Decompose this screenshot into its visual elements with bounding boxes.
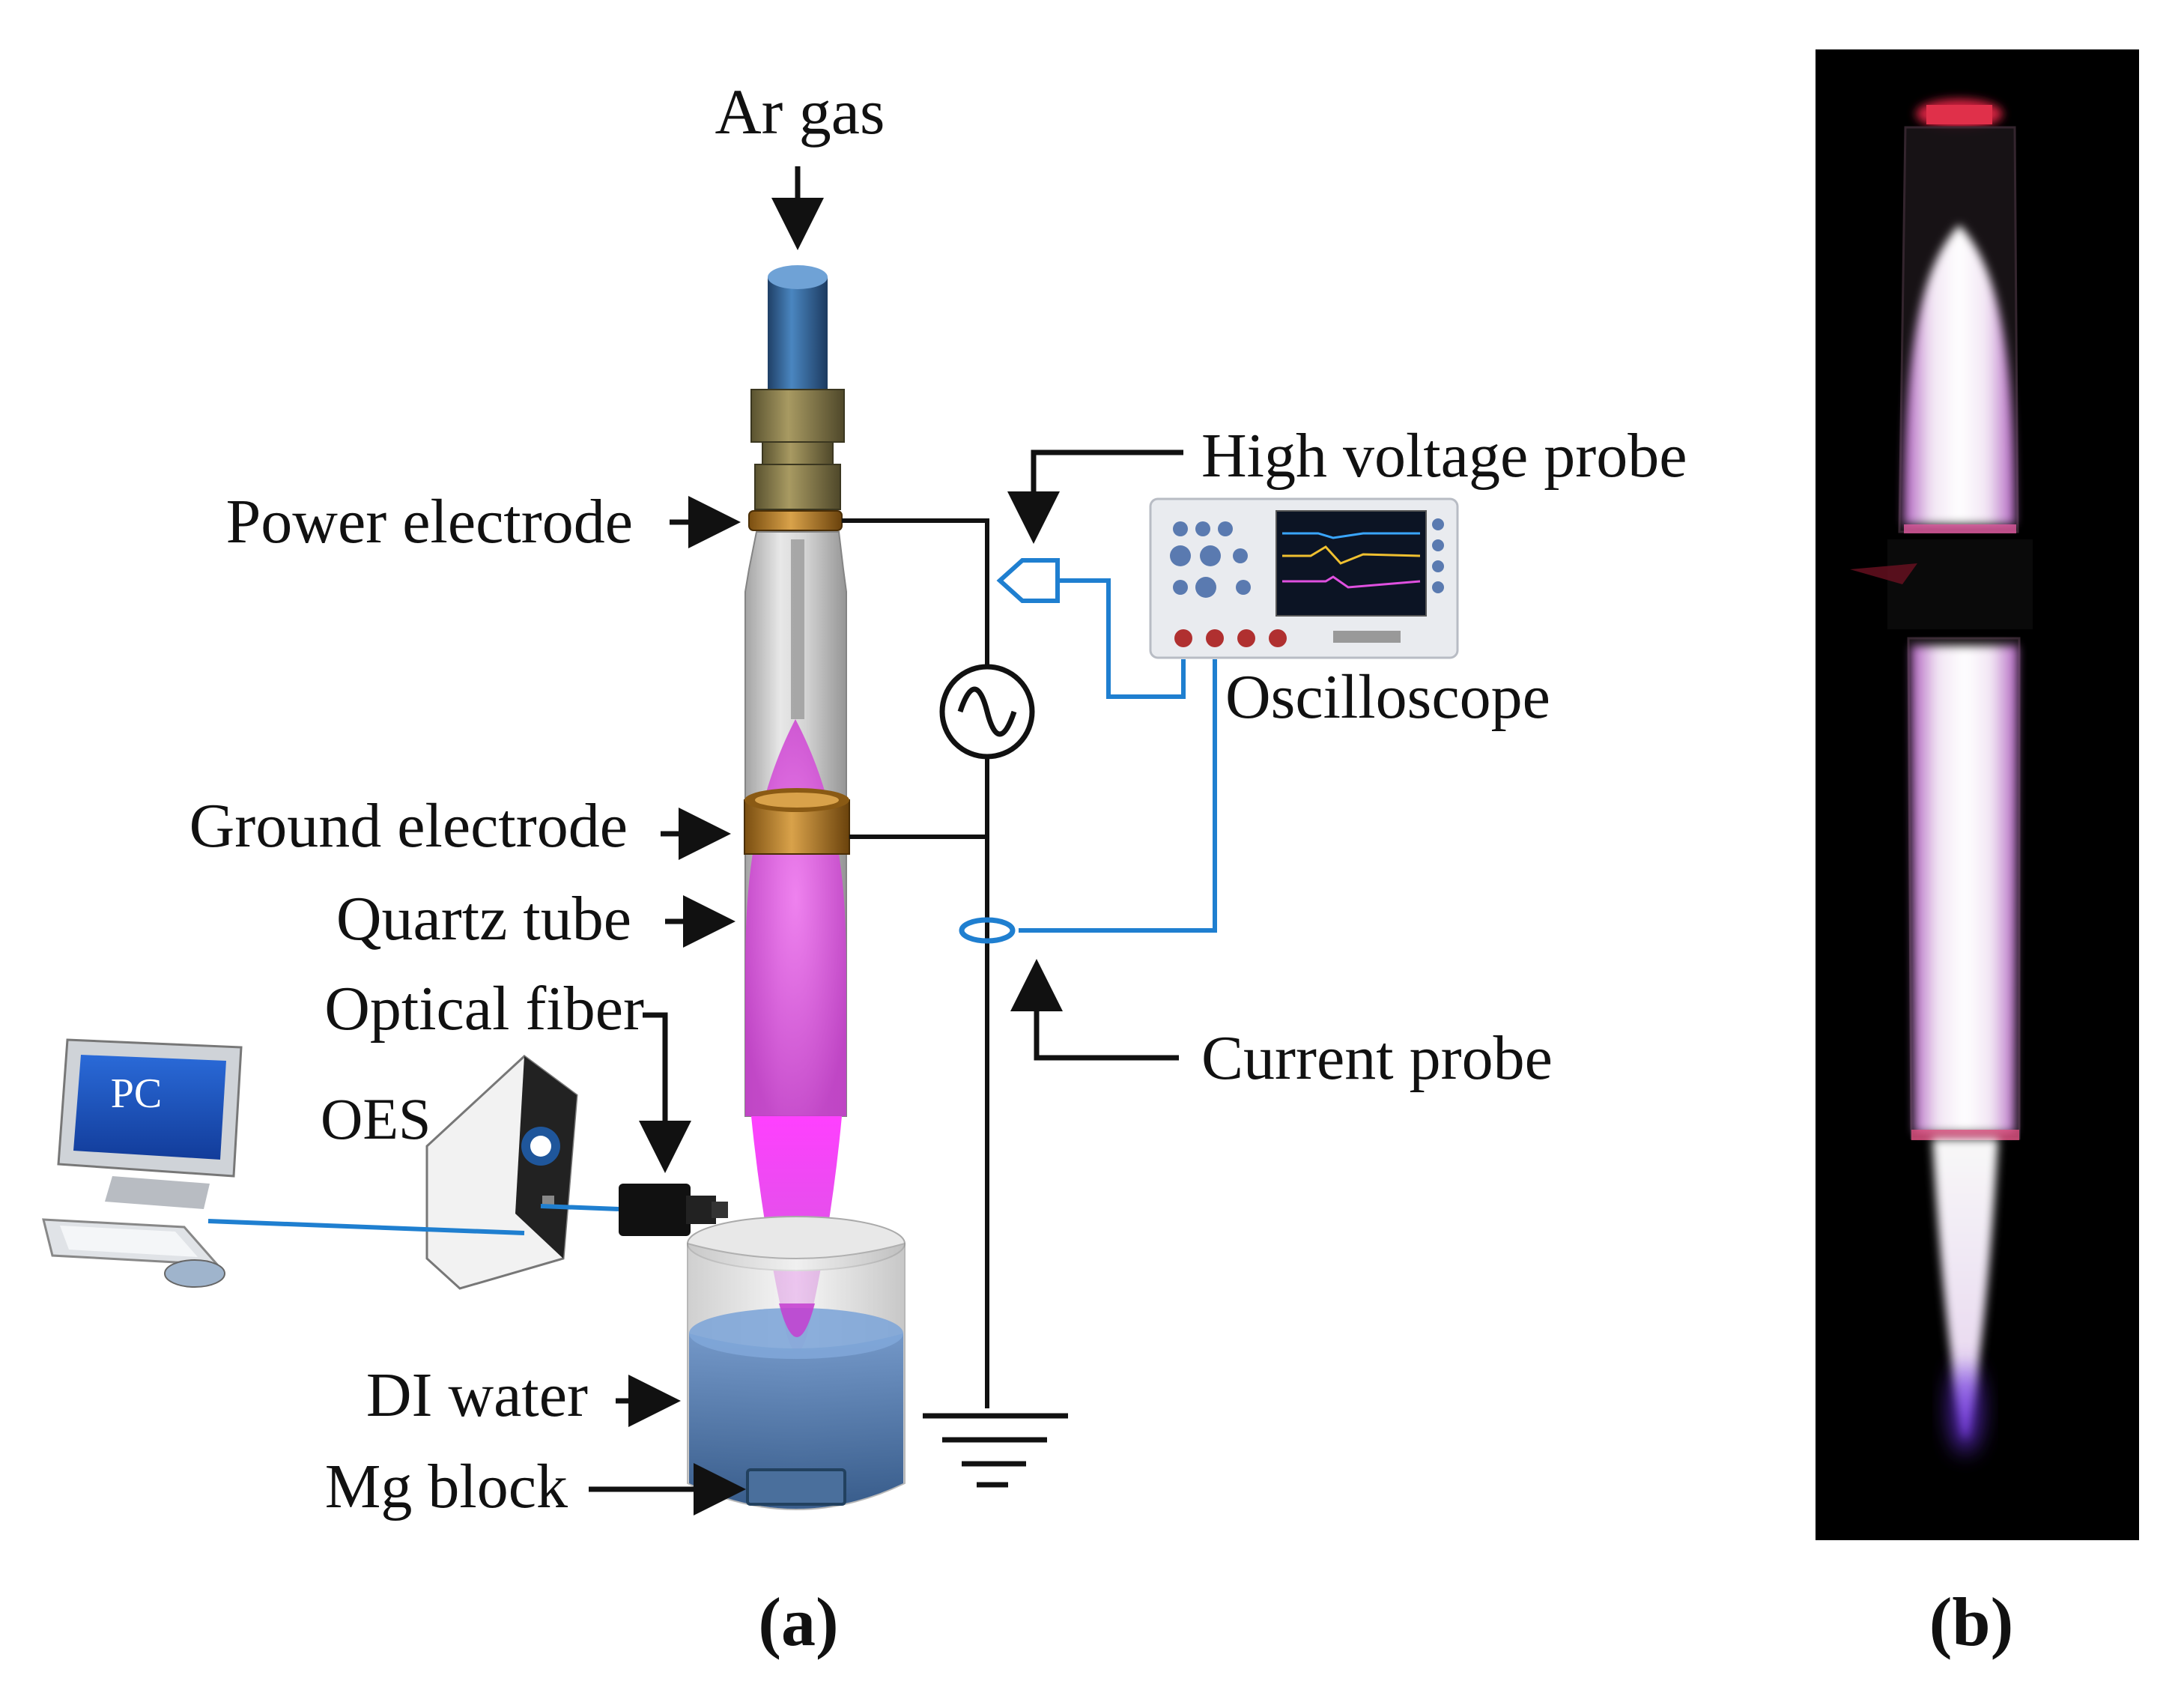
mg-block [746, 1468, 846, 1506]
pc-computer [42, 1038, 243, 1288]
panel-b: (b) [1816, 49, 2139, 1660]
gas-inlet-pipe [768, 265, 828, 397]
photo-lower-plasma [1911, 646, 2018, 1133]
label-di-water: DI water [366, 1360, 588, 1430]
optical-fiber-connector [619, 1184, 728, 1236]
photo-plasma-jet [1932, 1139, 1998, 1438]
current-probe-ring [959, 917, 1016, 944]
arrow-current-probe [1010, 959, 1179, 1061]
label-power-electrode: Power electrode [226, 487, 633, 557]
brass-fitting [750, 389, 845, 510]
ground-electrode-ring [744, 788, 850, 855]
arrow-optical-fiber [639, 1012, 691, 1173]
label-optical-fiber: Optical fiber [324, 974, 644, 1044]
signal-cables [1019, 578, 1217, 933]
photo-electrode-gap [1887, 539, 2033, 629]
oes-spectrometer [425, 1055, 578, 1290]
label-ar-gas: Ar gas [715, 76, 885, 148]
panel-b-caption: (b) [1929, 1584, 2013, 1660]
label-high-voltage-probe: High voltage probe [1201, 421, 1687, 491]
panel-a-caption: (a) [758, 1584, 838, 1660]
power-electrode-ring [748, 510, 843, 531]
photo-jet-tip-glow [1949, 1363, 1982, 1453]
optical-cable [207, 1204, 619, 1235]
ground-symbol [923, 1413, 1068, 1488]
panel-a: Ar gas [42, 76, 1687, 1660]
label-quartz-tube: Quartz tube [336, 884, 631, 954]
label-oes: OES [321, 1086, 431, 1151]
photo-upper-plasma [1904, 225, 2015, 524]
oscilloscope [1149, 497, 1459, 659]
label-oscilloscope: Oscilloscope [1225, 662, 1550, 732]
label-pc: PC [111, 1070, 163, 1117]
arrow-high-voltage-probe [1007, 449, 1183, 544]
plasma-jet-tip [779, 1303, 815, 1337]
label-mg-block: Mg block [325, 1452, 568, 1521]
ac-power-source [939, 664, 1035, 760]
label-current-probe: Current probe [1201, 1023, 1553, 1093]
label-ground-electrode: Ground electrode [189, 791, 628, 861]
high-voltage-probe-connector [996, 558, 1060, 603]
circuit-wires [842, 518, 989, 1408]
